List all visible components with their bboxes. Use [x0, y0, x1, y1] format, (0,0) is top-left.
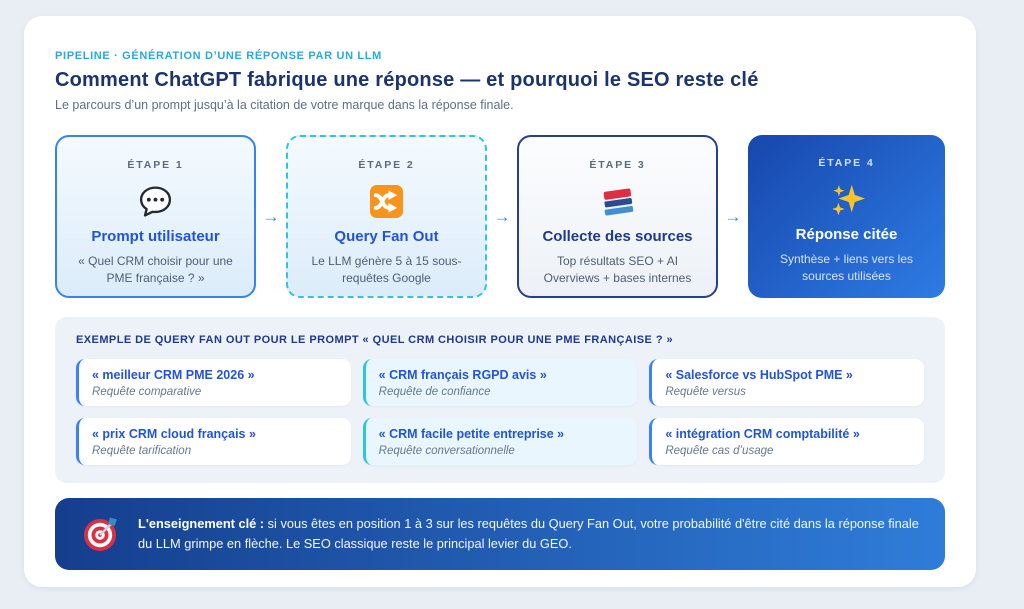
books-icon [599, 180, 637, 222]
query-card: « meilleur CRM PME 2026 » Requête compar… [76, 359, 351, 406]
step-label: ÉTAPE 2 [358, 159, 415, 171]
step-card-query-fan-out: ÉTAPE 2 Query Fan Out Le LLM génère 5 à … [286, 135, 487, 298]
step-card-prompt: ÉTAPE 1 Prompt utilisateur « Quel CRM ch… [55, 135, 256, 298]
page-title: Comment ChatGPT fabrique une réponse — e… [55, 69, 759, 91]
query-card: « prix CRM cloud français » Requête tari… [76, 418, 351, 465]
query-card: « CRM français RGPD avis » Requête de co… [362, 359, 638, 406]
query-type: Requête tarification [92, 445, 192, 457]
query-text: « intégration CRM comptabilité » [665, 427, 860, 441]
sparkles-icon [827, 178, 867, 220]
insight-lead: L'enseignement clé : [138, 516, 265, 532]
query-grid: « meilleur CRM PME 2026 » Requête compar… [76, 359, 924, 465]
target-icon [81, 514, 121, 554]
insight-text: L'enseignement clé : si vous êtes en pos… [138, 514, 919, 554]
query-text: « prix CRM cloud français » [92, 427, 256, 441]
arrow-right-icon: → [493, 206, 511, 226]
query-text: « Salesforce vs HubSpot PME » [665, 368, 853, 382]
query-card: « Salesforce vs HubSpot PME » Requête ve… [649, 359, 924, 406]
step-description: Le LLM génère 5 à 15 sous-requêtes Googl… [311, 254, 462, 286]
query-card: « CRM facile petite entreprise » Requête… [362, 418, 638, 465]
step-title: Query Fan Out [334, 228, 439, 245]
query-text: « meilleur CRM PME 2026 » [92, 368, 255, 382]
eyebrow-label: PIPELINE · GÉNÉRATION D’UNE RÉPONSE PAR … [55, 50, 382, 62]
pipeline-steps: ÉTAPE 1 Prompt utilisateur « Quel CRM ch… [55, 135, 945, 298]
arrow-right-icon: → [724, 206, 742, 226]
step-card-cited-answer: ÉTAPE 4 Réponse citée Synthèse + liens v… [748, 135, 945, 298]
fanout-heading: EXEMPLE DE QUERY FAN OUT POUR LE PROMPT … [76, 334, 674, 346]
step-card-sources: ÉTAPE 3 Collecte des sources Top résulta… [517, 135, 718, 298]
step-description: « Quel CRM choisir pour une PME français… [78, 254, 233, 286]
step-label: ÉTAPE 1 [127, 159, 184, 171]
step-label: ÉTAPE 3 [589, 159, 646, 171]
step-description: Top résultats SEO + AI Overviews + bases… [543, 254, 692, 286]
query-text: « CRM français RGPD avis » [378, 368, 547, 382]
infographic-card: PIPELINE · GÉNÉRATION D’UNE RÉPONSE PAR … [24, 16, 976, 587]
page-subtitle: Le parcours d’un prompt jusqu’à la citat… [55, 98, 514, 112]
query-type: Requête versus [665, 386, 746, 398]
fanout-examples-panel: EXEMPLE DE QUERY FAN OUT POUR LE PROMPT … [55, 317, 945, 483]
shuffle-icon [369, 180, 404, 222]
query-type: Requête de confiance [378, 386, 491, 398]
query-type: Requête comparative [92, 386, 202, 398]
step-title: Prompt utilisateur [91, 228, 220, 245]
insight-body: si vous êtes en position 1 à 3 sur les r… [138, 516, 919, 551]
query-type: Requête cas d’usage [665, 445, 774, 457]
insight-banner: L'enseignement clé : si vous êtes en pos… [55, 498, 945, 570]
speech-bubble-icon [137, 180, 174, 222]
step-title: Réponse citée [795, 226, 898, 243]
query-type: Requête conversationnelle [378, 445, 515, 457]
step-title: Collecte des sources [542, 228, 693, 245]
step-label: ÉTAPE 4 [818, 157, 875, 169]
query-text: « CRM facile petite entreprise » [378, 427, 565, 441]
query-card: « intégration CRM comptabilité » Requête… [649, 418, 924, 465]
arrow-right-icon: → [262, 206, 280, 226]
step-description: Synthèse + liens vers les sources utilis… [779, 252, 914, 284]
